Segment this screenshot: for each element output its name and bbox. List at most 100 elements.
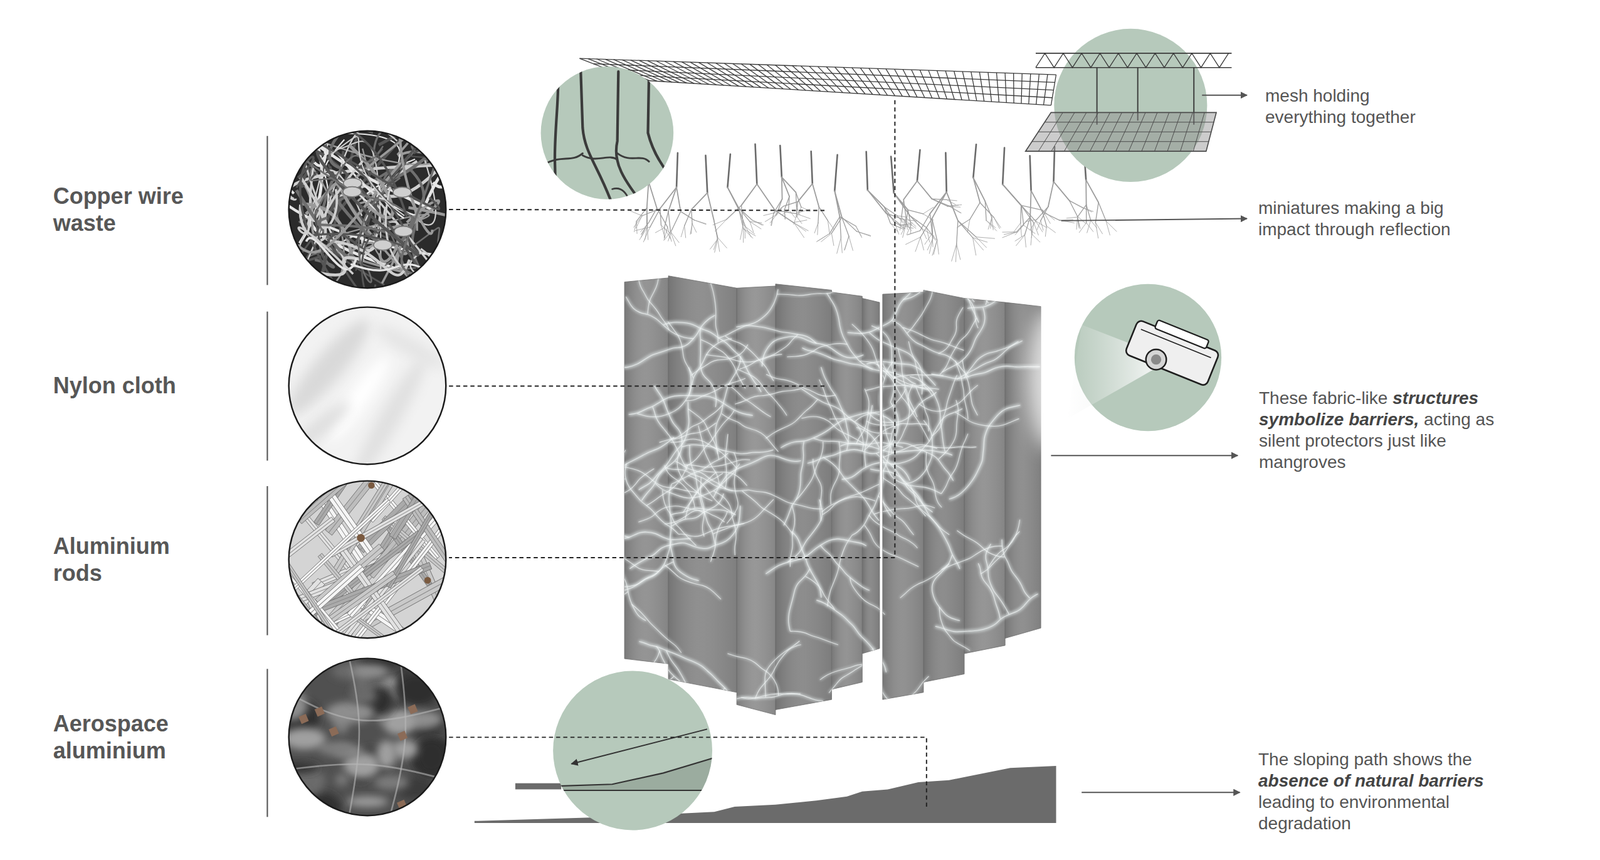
vein-pattern [829,418,892,434]
root-miniatures [628,210,643,216]
root-miniatures [710,238,718,249]
root-miniatures [976,236,987,248]
vein-pattern [827,534,853,606]
root-miniatures [890,156,895,193]
root-miniatures [756,184,775,211]
vein-pattern [878,495,915,535]
vein-pattern [876,453,942,494]
root-miniatures [905,216,916,227]
mesh-grid [1005,72,1007,103]
vein-pattern [655,463,740,498]
root-miniatures [836,237,842,254]
vein-pattern [510,528,541,589]
root-miniatures [1076,216,1078,230]
projector-detail [1124,319,1221,387]
vein-pattern [611,539,671,587]
root-miniatures [1002,184,1022,206]
material-circle: Copper wire waste [287,129,448,290]
vein-pattern [739,334,799,369]
vein-pattern [616,537,646,621]
root-miniatures [668,211,671,232]
material-photo [289,658,447,816]
vein-pattern [892,320,969,377]
vein-pattern [470,586,527,599]
material-photo [345,351,435,486]
root-miniatures [1013,222,1021,232]
divider-line [266,485,268,636]
material-photo [290,624,300,633]
vein-pattern [843,687,881,734]
vein-pattern [868,514,918,548]
root-miniatures [919,213,930,231]
root-miniatures [694,220,706,224]
vein-pattern [813,458,822,522]
vein-pattern [524,517,552,574]
root-miniatures [763,213,774,216]
root-detail [582,155,617,160]
vein-pattern [788,568,811,631]
vein-pattern [981,250,993,305]
material-photo [331,136,405,216]
vein-pattern [715,356,741,454]
root-miniatures [844,236,849,251]
material-circle: Aerospace aluminium [287,657,448,817]
vein-pattern [813,458,822,522]
root-miniatures [932,191,947,219]
root-miniatures [660,208,662,226]
material-photo [315,217,405,244]
vein-pattern [713,455,801,498]
root-miniatures [907,210,911,226]
vein-pattern [659,422,717,443]
vein-pattern [938,307,964,354]
vein-pattern [611,546,659,572]
root-miniatures [676,186,681,212]
root-miniatures [946,199,957,201]
mesh-grid [928,70,940,99]
root-miniatures [1024,235,1026,248]
vein-pattern [909,376,946,453]
root-miniatures [1035,220,1043,232]
vein-pattern [841,462,910,481]
root-miniatures [664,211,669,228]
root-miniatures [948,204,962,206]
material-label: Aluminium rods [53,532,207,587]
root-miniatures [867,189,887,214]
root-miniatures [957,220,974,238]
root-miniatures [1042,211,1060,221]
vein-pattern [932,225,1019,256]
vein-pattern [596,449,626,510]
material-photo [424,576,432,584]
root-miniatures [655,227,664,233]
mesh-detail [1154,112,1169,152]
vein-pattern [742,490,794,535]
vein-pattern [712,499,774,534]
material-photo [297,456,373,524]
root-miniatures [967,219,970,232]
root-miniatures [676,152,678,188]
root-miniatures [1077,216,1080,227]
material-photo [289,435,373,554]
root-miniatures [984,201,987,221]
vein-pattern [795,441,824,500]
vein-pattern [1009,237,1072,253]
material-photo [233,426,494,689]
root-miniatures [1030,190,1031,217]
root-miniatures [640,223,649,232]
mesh-detail [1063,112,1086,152]
mesh-detail [1077,112,1099,152]
vein-pattern [511,557,584,608]
vein-pattern [515,516,595,549]
vein-pattern [949,405,1021,500]
vein-pattern [700,476,705,537]
vein-pattern [1009,237,1072,253]
root-miniatures [831,216,842,233]
root-miniatures [903,181,918,200]
root-miniatures [691,192,708,210]
root-miniatures [749,221,762,229]
mesh-grid [766,64,799,90]
leader-arrow [1061,218,1248,221]
material-photo [282,396,355,462]
material-photo [298,215,353,274]
root-miniatures [991,217,994,231]
root-miniatures [969,202,980,220]
